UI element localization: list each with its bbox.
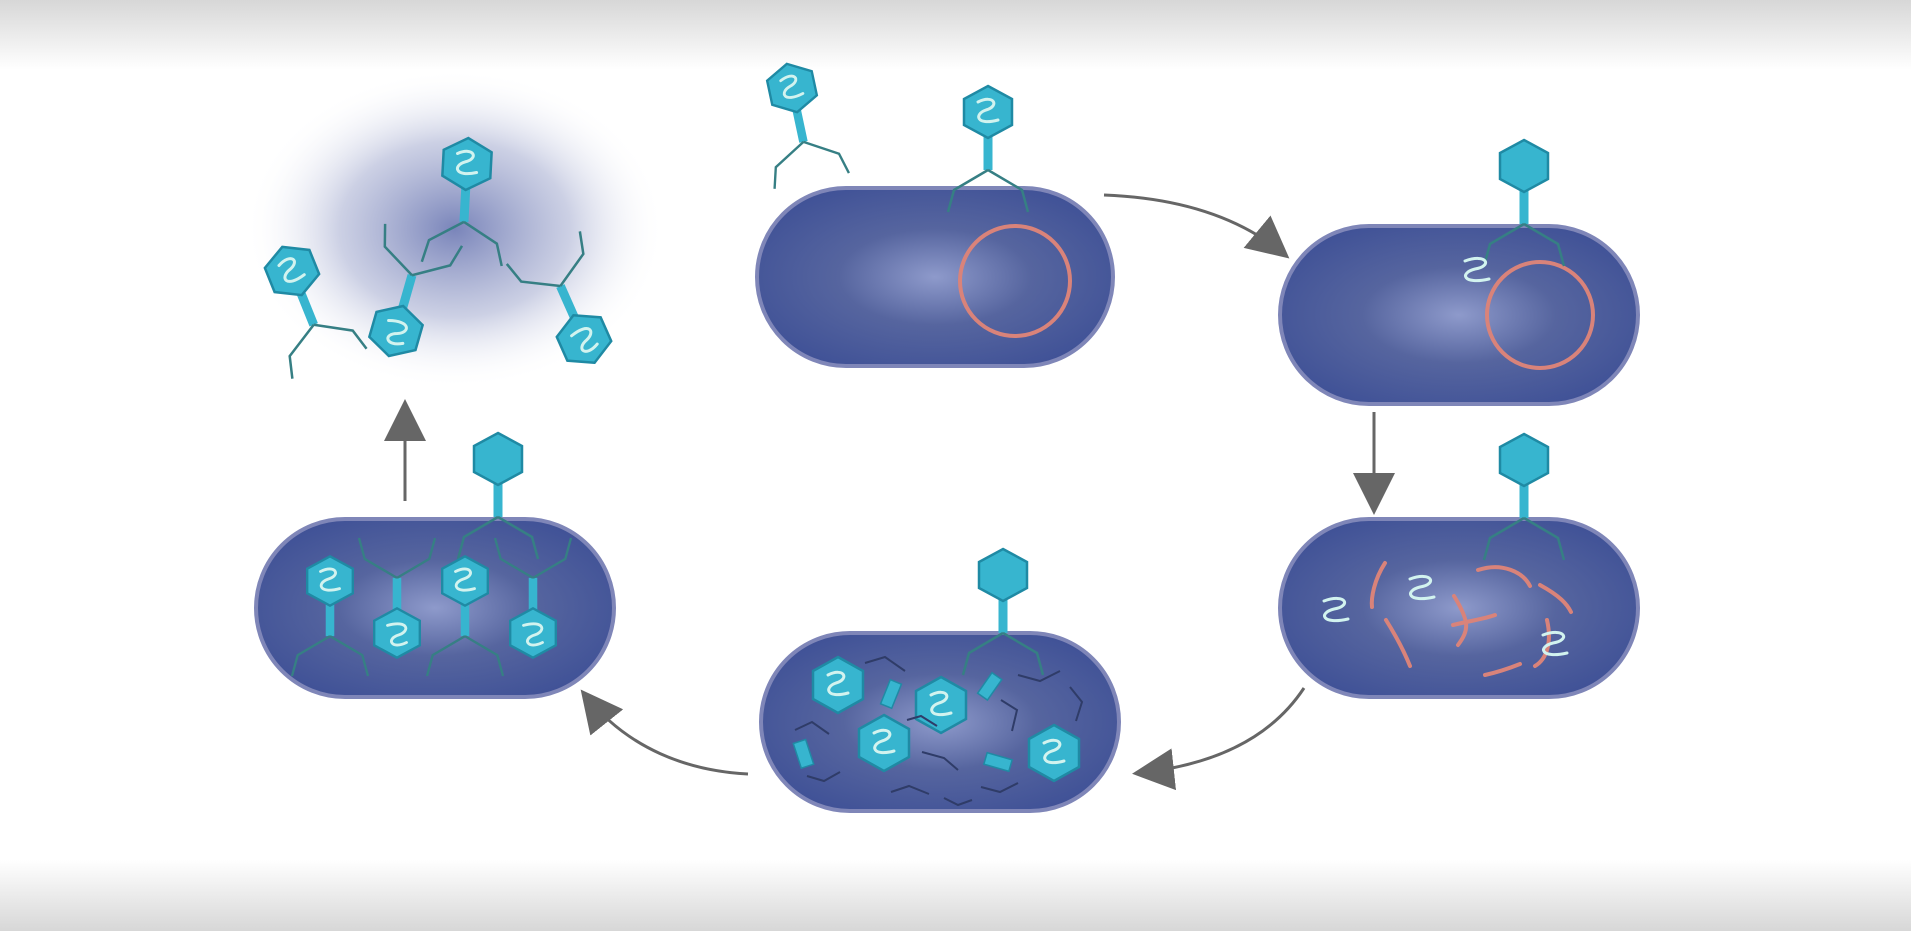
stage-synthesis <box>759 549 1121 813</box>
bacterium-icon <box>1278 224 1640 406</box>
phage-head-icon <box>1027 723 1081 783</box>
stage-injection <box>1278 140 1640 406</box>
phage-tail-icon <box>792 671 1014 773</box>
flow-arrow <box>1103 193 1290 259</box>
bacterium-icon <box>254 517 616 699</box>
release-glow <box>245 69 665 389</box>
flow-arrow <box>1132 687 1306 791</box>
stage-host-dna-breakdown <box>1278 434 1640 699</box>
phage-head-icon <box>914 675 968 735</box>
host-dna-ring <box>1485 260 1595 370</box>
stage-release <box>245 69 665 389</box>
host-dna-ring <box>958 224 1072 338</box>
bacteriophage-icon <box>750 56 849 189</box>
stage-assembly <box>254 433 616 699</box>
phage-head-icon <box>811 655 865 715</box>
flow-arrow <box>580 689 749 776</box>
phage-tail-fiber-icon <box>794 655 1084 807</box>
stage-attachment <box>750 56 1115 368</box>
bacterium-icon <box>755 186 1115 368</box>
phage-head-icon <box>857 713 911 773</box>
host-dna-fragment-icon <box>1369 561 1573 677</box>
